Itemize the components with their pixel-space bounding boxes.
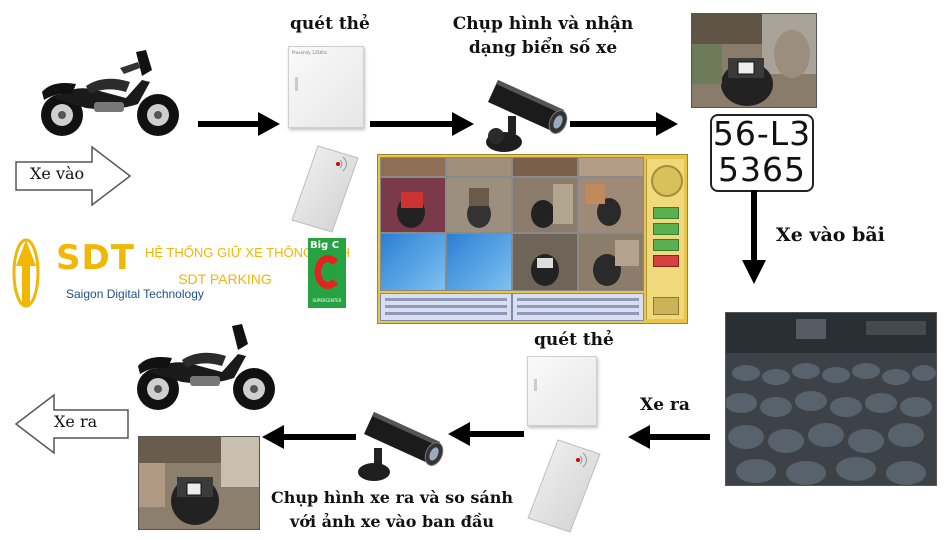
rfid-reader-icon [524,436,604,536]
sdt-logo-icon [12,236,40,310]
exit-motorbike-icon [130,316,280,414]
flow-arrow-1 [198,110,280,138]
flow-arrow-5 [448,420,524,448]
bigc-mark: Big C [310,240,340,251]
system-line2: SDT PARKING [178,271,272,287]
parking-software-screenshot [377,154,688,324]
flow-arrow-6 [262,423,356,451]
capture-exit-label-line2: với ảnh xe vào ban đầu [290,512,494,531]
exit-label: Xe ra [640,395,690,415]
capture-plate-label-line1: Chụp hình và nhận [452,14,634,34]
card-print-text: Proximity 125Khz [292,50,327,55]
sdt-company-name: Saigon Digital Technology [66,287,204,301]
license-plate: 56-L3 5365 [710,114,814,192]
rfid-reader-icon [288,142,362,234]
flow-arrow-down [740,190,768,284]
sdt-system-name: HỆ THỐNG GIỮ XE THÔNG MINH SDT PARKING [145,240,350,292]
proximity-card-icon [527,356,597,426]
bigc-logo: Big C SUPERCENTER [308,238,346,308]
bigc-sub: SUPERCENTER [312,298,342,303]
entry-label: Xe vào [30,164,85,183]
outline-arrow-icon [15,145,132,207]
plate-line2: 5365 [718,150,806,189]
exit-direction-arrow: Xe ra [14,392,130,456]
cctv-camera-icon [352,404,448,484]
scan-card-label-top: quét thẻ [290,14,370,34]
capture-plate-label: Chụp hình và nhận dạng biển số xe [448,12,638,60]
capture-exit-label-line1: Chụp hình xe ra và so sánh [270,488,514,507]
proximity-card-icon: Proximity 125Khz [288,46,364,128]
system-line1: HỆ THỐNG GIỮ XE THÔNG MINH [145,245,350,260]
entry-motorbike-icon [34,40,184,140]
scan-card-label-bottom: quét thẻ [534,330,614,350]
plate-capture-photo [691,13,817,108]
entry-direction-arrow: Xe vào [14,144,134,208]
bigc-c-icon [314,255,338,289]
capture-exit-label: Chụp hình xe ra và so sánh với ảnh xe và… [262,486,522,534]
flow-arrow-2 [370,110,474,138]
capture-plate-label-line2: dạng biển số xe [468,38,618,58]
exit-arrow-label: Xe ra [54,412,98,431]
enter-lot-label: Xe vào bãi [776,224,885,246]
flow-arrow-3 [570,110,678,138]
plate-line1: 56-L3 [712,114,812,153]
parking-lot-photo [725,312,937,486]
cctv-camera-icon [474,70,574,154]
outline-arrow-icon [14,393,129,455]
sdt-brand: SDT [56,238,135,278]
exit-capture-photo [138,436,260,530]
flow-arrow-4 [628,423,710,451]
